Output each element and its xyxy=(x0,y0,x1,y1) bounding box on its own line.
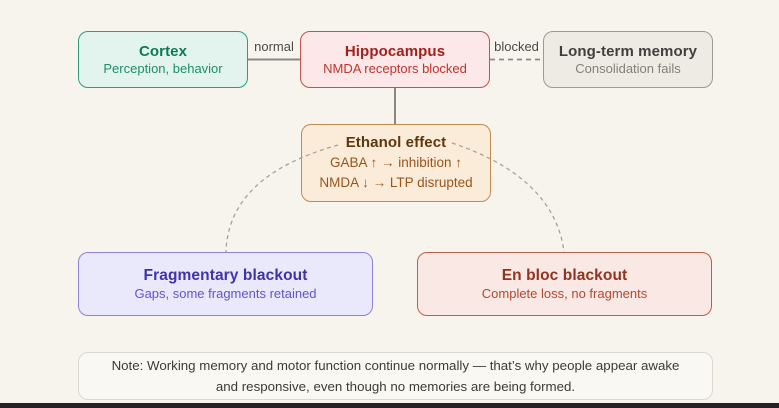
node-fragmentary-blackout-subtitle: Gaps, some fragments retained xyxy=(134,286,317,301)
node-hippocampus-subtitle: NMDA receptors blocked xyxy=(323,61,467,76)
node-fragmentary-blackout-title: Fragmentary blackout xyxy=(143,267,308,284)
node-fragmentary-blackout: Fragmentary blackout Gaps, some fragment… xyxy=(78,252,373,316)
note-box: Note: Working memory and motor function … xyxy=(78,352,713,400)
node-en-bloc-blackout-title: En bloc blackout xyxy=(501,267,628,284)
node-ethanol-effect-line2: NMDA ↓ → LTP disrupted xyxy=(319,175,473,190)
node-ethanol-effect-title: Ethanol effect xyxy=(345,134,447,151)
edge-label-blocked: blocked xyxy=(494,39,539,54)
bottom-edge-bar xyxy=(0,403,779,408)
node-en-bloc-blackout: En bloc blackout Complete loss, no fragm… xyxy=(417,252,712,316)
node-hippocampus-title: Hippocampus xyxy=(344,43,446,60)
node-cortex-subtitle: Perception, behavior xyxy=(103,61,223,76)
node-long-term-memory: Long-term memory Consolidation fails xyxy=(543,31,713,88)
node-ethanol-effect: Ethanol effect GABA ↑ → inhibition ↑ NMD… xyxy=(301,124,491,202)
node-long-term-memory-title: Long-term memory xyxy=(558,43,698,60)
node-ethanol-effect-line1: GABA ↑ → inhibition ↑ xyxy=(329,155,463,170)
node-long-term-memory-subtitle: Consolidation fails xyxy=(575,61,681,76)
edge-label-normal: normal xyxy=(254,39,294,54)
node-cortex-title: Cortex xyxy=(138,43,188,60)
note-text: Note: Working memory and motor function … xyxy=(111,358,680,394)
node-en-bloc-blackout-subtitle: Complete loss, no fragments xyxy=(481,286,648,301)
node-cortex: Cortex Perception, behavior xyxy=(78,31,248,88)
node-hippocampus: Hippocampus NMDA receptors blocked xyxy=(300,31,490,88)
